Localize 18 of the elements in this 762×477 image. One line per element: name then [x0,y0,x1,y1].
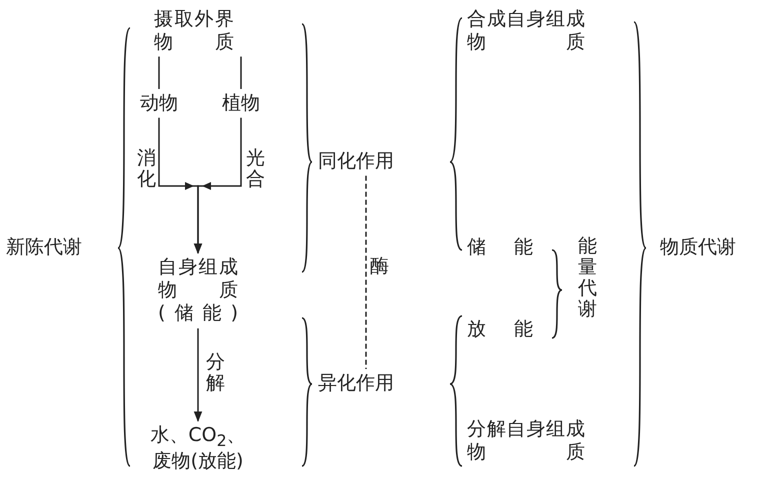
concept-label: 储能 [467,236,533,259]
concept-label: 自身组成物质 (储能) [158,256,238,324]
concept-label: 水、CO$_{2}$、废物(放能) [148,424,248,473]
edge-label: 消化 [137,148,156,190]
edge-label: 光合 [246,148,265,190]
concept-label: 物质代谢 [660,236,736,259]
concept-label: 放能 [467,318,533,341]
concept-label: 摄取外界物质 [154,8,234,54]
edge-label: 分解 [206,352,225,394]
concept-label: 能量代谢 [578,236,597,320]
concept-label: 动物 [140,92,178,115]
concept-label: 植物 [222,92,260,115]
concept-label: 异化作用 [318,372,394,395]
edge-label: 酶 [370,256,389,277]
concept-label: 同化作用 [318,150,394,173]
concept-label: 分解自身组成物质 [467,418,585,464]
concept-label: 新陈代谢 [6,236,82,259]
concept-label: 合成自身组成物质 [467,8,585,54]
